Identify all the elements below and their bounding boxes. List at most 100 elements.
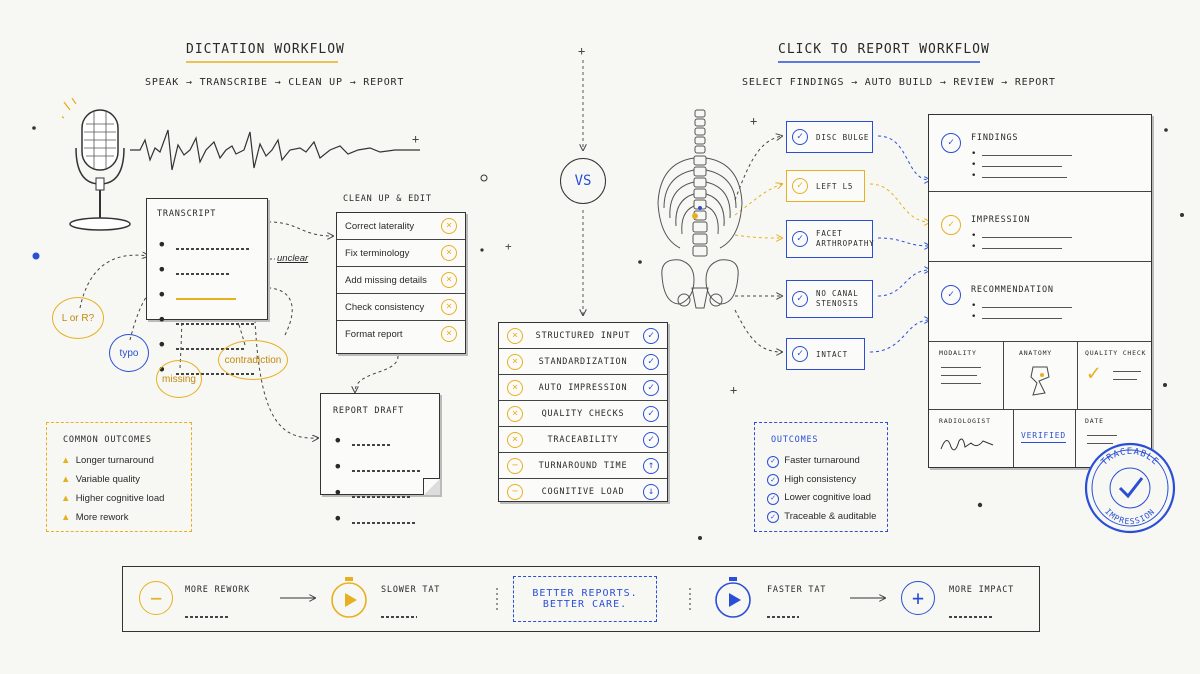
outcomes-title: OUTCOMES (771, 435, 819, 445)
outcome-item: ▲ More rework (61, 512, 129, 523)
skeleton-illustration (657, 109, 743, 309)
check-icon: ✓ (643, 431, 659, 448)
cleanup-title: CLEAN UP & EDIT (343, 194, 432, 204)
stopwatch-fast-icon (715, 577, 751, 618)
x-icon: × (441, 326, 457, 342)
minus-icon: − (507, 483, 523, 500)
structured-report: ✓ FINDINGS • • • ✓ IMPRESSION • • ✓ RECO… (928, 114, 1152, 468)
right-steps: SELECT FINDINGS → AUTO BUILD → REVIEW → … (742, 77, 1056, 88)
report-draft-title: REPORT DRAFT (333, 406, 405, 416)
finding-tag-disc-bulge[interactable]: ✓DISC BULGE (786, 121, 873, 153)
bubble-laterality: L or R? (52, 297, 104, 339)
left-title: Dictation Workflow (186, 42, 345, 57)
report-section-recommendation: ✓ RECOMMENDATION • • (929, 261, 1151, 342)
footer-scribble (949, 603, 993, 622)
page-curl-icon (423, 478, 440, 495)
check-icon: ✓ (792, 291, 808, 307)
cleanup-item: Correct laterality× (337, 213, 465, 240)
common-outcomes-box: COMMON OUTCOMES ▲ Longer turnaround ▲ Va… (46, 422, 192, 532)
report-section-findings: ✓ FINDINGS • • • (929, 115, 1151, 192)
check-icon: ✓ (792, 129, 808, 145)
svg-text:+: + (505, 240, 512, 253)
meta-verified: VERIFIED (1013, 409, 1076, 467)
minus-circle-icon: − (139, 581, 173, 615)
warning-icon: ▲ (61, 455, 71, 466)
finding-tag-left-l5[interactable]: ✓LEFT L5 (786, 170, 865, 202)
left-steps: SPEAK → TRANSCRIBE → CLEAN UP → REPORT (145, 77, 405, 88)
outcome-item: ✓ Traceable & auditable (767, 511, 876, 523)
footer-slower-tat: SLOWER TAT (381, 585, 441, 595)
outcome-item: ✓ High consistency (767, 474, 876, 486)
x-icon: × (507, 379, 523, 396)
meta-modality: MODALITY (929, 341, 1004, 410)
plus-circle-icon: + (901, 581, 935, 615)
check-icon: ✓ (1087, 361, 1101, 386)
x-icon: × (441, 245, 457, 261)
cleanup-item: Fix terminology× (337, 240, 465, 267)
check-icon: ✓ (941, 285, 961, 305)
microphone-icon (62, 98, 131, 231)
vs-badge: VS (560, 158, 606, 204)
x-icon: × (441, 272, 457, 288)
stopwatch-slow-icon (331, 577, 367, 618)
comparison-table: ×STRUCTURED INPUT✓ ×STANDARDIZATION✓ ×AU… (498, 322, 668, 502)
finding-tag-facet-arthropathy[interactable]: ✓FACET ARTHROPATHY (786, 220, 874, 258)
meta-anatomy: ANATOMY (1003, 341, 1078, 410)
transcript-card: TRANSCRIPT • • • • • • (146, 198, 268, 379)
right-title: Click to Report Workflow (778, 42, 990, 57)
common-outcomes-title: COMMON OUTCOMES (63, 435, 152, 445)
cleanup-list: Correct laterality× Fix terminology× Add… (336, 212, 466, 354)
traceable-impression-stamp: TRACEABLE IMPRESSION (1084, 442, 1176, 534)
compare-row: ×AUTO IMPRESSION✓ (499, 375, 667, 401)
footer-more-rework: MORE REWORK (185, 585, 251, 595)
x-icon: × (507, 431, 523, 448)
compare-row: −TURNAROUND TIME↑ (499, 453, 667, 479)
check-icon: ✓ (767, 511, 779, 523)
cleanup-item: Add missing details× (337, 267, 465, 294)
footer-faster-tat: FASTER TAT (767, 585, 827, 595)
x-icon: × (507, 405, 523, 422)
svg-text:+: + (750, 114, 757, 128)
check-icon: ✓ (941, 215, 961, 235)
signature-icon (940, 438, 994, 451)
finding-tag-intact[interactable]: ✓INTACT (786, 338, 865, 370)
check-icon: ✓ (941, 133, 961, 153)
outcome-item: ✓ Faster turnaround (767, 455, 876, 468)
warning-icon: ▲ (61, 474, 71, 485)
footer-tagline: BETTER REPORTS.BETTER CARE. (513, 576, 657, 622)
svg-text:+: + (578, 44, 585, 58)
x-icon: × (441, 299, 457, 315)
footer-scribble (767, 603, 799, 622)
compare-row: ×TRACEABILITY✓ (499, 427, 667, 453)
check-icon: ✓ (643, 379, 659, 396)
meta-quality-check: QUALITY CHECK ✓ (1077, 341, 1151, 410)
meta-radiologist: RADIOLOGIST (929, 409, 1014, 467)
bubble-missing: missing (156, 360, 202, 398)
outcome-item: ▲ Variable quality (61, 474, 140, 485)
cleanup-item: Check consistency× (337, 294, 465, 321)
check-icon: ✓ (792, 346, 808, 362)
minus-icon: − (507, 457, 523, 474)
compare-row: ×QUALITY CHECKS✓ (499, 401, 667, 427)
x-icon: × (507, 327, 523, 344)
compare-row: −COGNITIVE LOAD↓ (499, 479, 667, 504)
draft-lines: • • • • (333, 424, 423, 535)
check-icon: ✓ (767, 455, 779, 468)
check-icon: ✓ (643, 353, 659, 370)
report-draft-card: REPORT DRAFT • • • • (320, 393, 440, 528)
footer-more-impact: MORE IMPACT (949, 585, 1015, 595)
transcript-title: TRANSCRIPT (157, 209, 217, 219)
check-icon: ✓ (767, 474, 779, 486)
bubble-contradiction: contradiction (218, 340, 288, 380)
finding-tag-no-canal-stenosis[interactable]: ✓NO CANAL STENOSIS (786, 280, 873, 318)
vertebra-icon (1030, 366, 1050, 396)
bubble-typo: typo (109, 334, 149, 372)
x-icon: × (441, 218, 457, 234)
check-icon: ✓ (792, 231, 808, 247)
warning-icon: ▲ (61, 493, 71, 504)
check-icon: ✓ (643, 327, 659, 344)
outcome-item: ▲ Longer turnaround (61, 455, 154, 466)
arrow-down-icon: ↓ (643, 483, 659, 500)
report-section-impression: ✓ IMPRESSION • • (929, 191, 1151, 262)
